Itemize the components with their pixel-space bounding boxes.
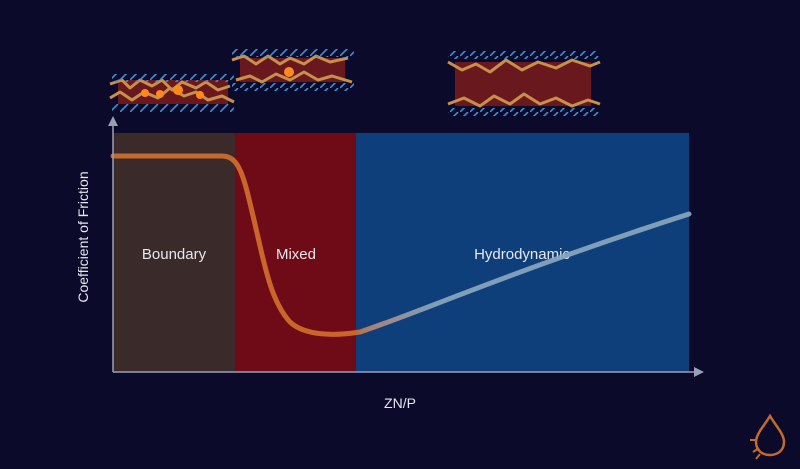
- mixed-lubrication-illustration: [231, 49, 354, 91]
- region-boundary: Boundary: [113, 133, 235, 372]
- x-axis-label: ZN/P: [384, 395, 416, 411]
- boundary-lubrication-illustration: [109, 74, 235, 112]
- x-axis: [113, 367, 704, 377]
- y-axis: [108, 116, 118, 372]
- contact-point-icon: [284, 67, 294, 77]
- droplet-gear-logo: [750, 413, 786, 460]
- region-mixed-label: Mixed: [276, 246, 316, 263]
- hydrodynamic-lubrication-illustration: [447, 51, 601, 116]
- region-hydrodynamic: Hydrodynamic: [356, 133, 689, 372]
- friction-curve: [110, 153, 692, 337]
- y-axis-arrow-icon: [108, 116, 118, 126]
- contact-point-icon: [156, 90, 164, 98]
- contact-point-icon: [141, 89, 149, 97]
- x-axis-arrow-icon: [694, 367, 704, 377]
- region-hydrodynamic-label: Hydrodynamic: [474, 246, 570, 263]
- contact-point-icon: [173, 85, 183, 95]
- region-boundary-label: Boundary: [142, 246, 207, 263]
- contact-point-icon: [196, 91, 204, 99]
- y-axis-label: Coefficient of Friction: [75, 171, 91, 302]
